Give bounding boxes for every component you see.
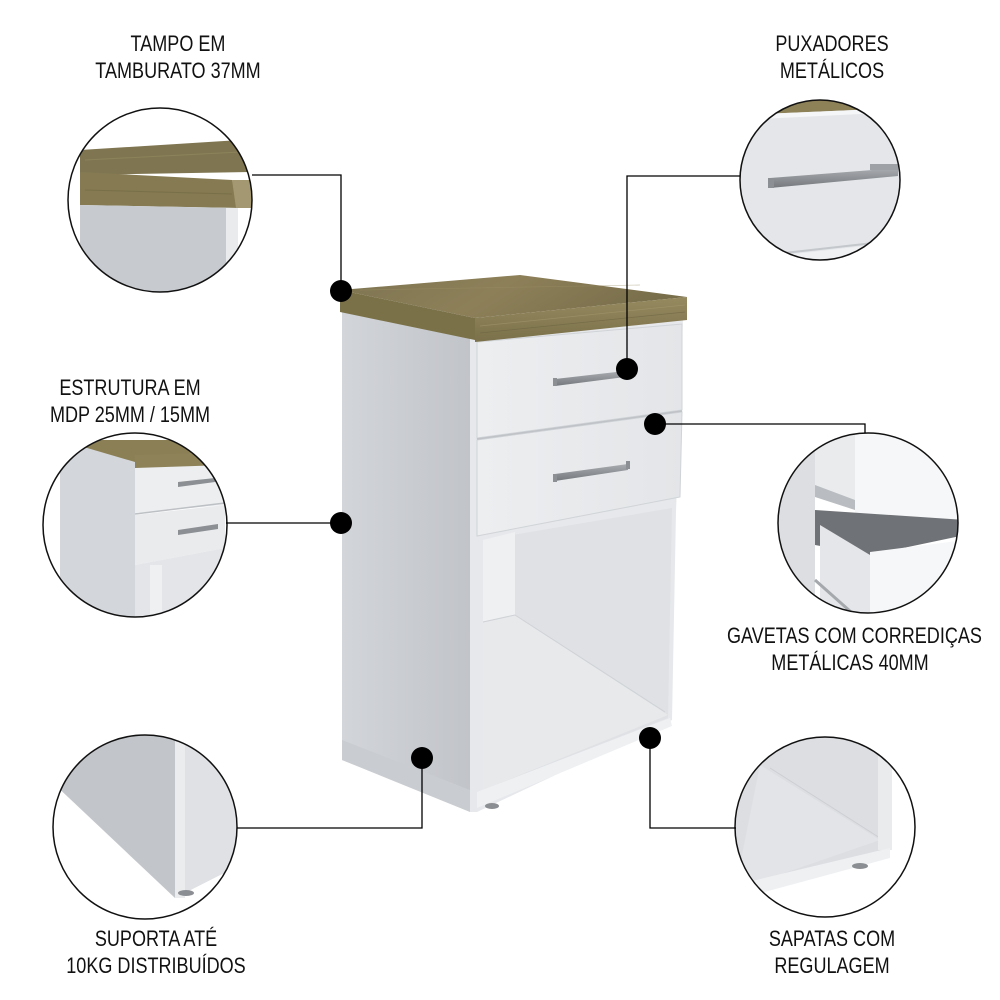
callout-puxadores bbox=[616, 175, 740, 380]
callout-sapatas bbox=[639, 727, 736, 829]
feature-label-gavetas: GAVETAS COM CORREDIÇAS METÁLICAS 40MM bbox=[727, 622, 982, 676]
top-drawer-handle bbox=[553, 371, 625, 386]
feature-label-puxadores: PUXADORES METÁLICOS bbox=[734, 30, 931, 84]
detail-circle-sapatas bbox=[734, 736, 916, 918]
feature-label-suporta: SUPORTA ATÉ 10KG DISTRIBUÍDOS bbox=[58, 925, 255, 979]
callout-tampo bbox=[252, 174, 352, 302]
detail-circle-puxadores bbox=[739, 99, 901, 261]
callout-dot-icon bbox=[639, 727, 661, 749]
callout-dot-icon bbox=[330, 512, 352, 534]
feature-label-line: REGULAGEM bbox=[774, 953, 890, 978]
callout-estrutura bbox=[226, 512, 352, 534]
cabinet-side-panel bbox=[342, 305, 478, 812]
feature-label-line: GAVETAS COM CORREDIÇAS bbox=[727, 623, 982, 648]
callout-dot-icon bbox=[644, 413, 666, 435]
callout-dot-icon bbox=[616, 358, 638, 380]
feature-label-line: SAPATAS COM bbox=[768, 926, 896, 951]
feature-label-line: SUPORTA ATÉ bbox=[94, 926, 218, 951]
detail-circle-suporta bbox=[52, 734, 238, 920]
feature-label-line: PUXADORES bbox=[775, 31, 889, 56]
bottom-drawer-handle bbox=[553, 461, 630, 482]
feature-label-line: METÁLICAS 40MM bbox=[771, 650, 929, 675]
callout-suporta bbox=[237, 747, 433, 829]
feature-label-line: MDP 25MM / 15MM bbox=[49, 402, 211, 427]
feature-label-estrutura: ESTRUTURA EM MDP 25MM / 15MM bbox=[32, 374, 229, 428]
feature-label-tampo: TAMPO EM TAMBURATO 37MM bbox=[80, 30, 277, 84]
callout-dot-icon bbox=[411, 747, 433, 769]
feature-label-line: TAMPO EM bbox=[130, 31, 226, 56]
feature-label-sapatas: SAPATAS COM REGULAGEM bbox=[734, 925, 931, 979]
callout-dot-icon bbox=[330, 280, 352, 302]
detail-circle-gavetas bbox=[777, 432, 959, 614]
feature-label-line: TAMBURATO 37MM bbox=[95, 58, 261, 83]
cabinet-product-image bbox=[340, 275, 687, 812]
detail-circle-tampo bbox=[67, 107, 253, 293]
detail-circle-estrutura bbox=[42, 432, 228, 618]
feature-label-line: METÁLICOS bbox=[779, 58, 885, 83]
feature-label-line: 10KG DISTRIBUÍDOS bbox=[66, 953, 246, 978]
callout-gavetas bbox=[644, 413, 866, 435]
feature-label-line: ESTRUTURA EM bbox=[59, 375, 201, 400]
